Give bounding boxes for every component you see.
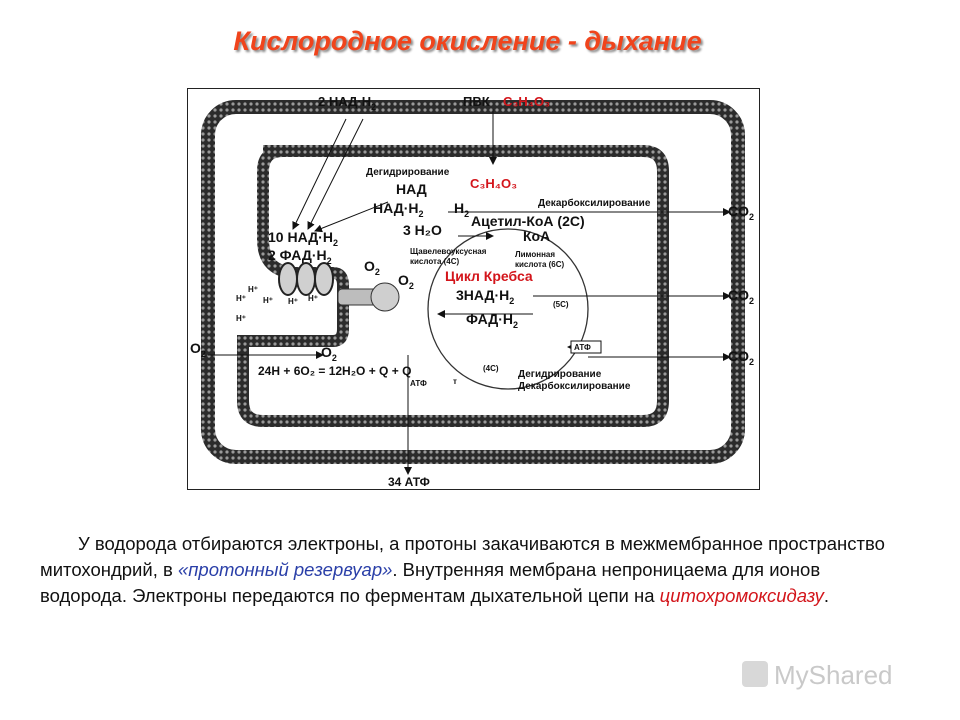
- pvk-formula-inner: C₃H₄O₃: [470, 176, 517, 191]
- four-c-label: (4С): [483, 364, 499, 373]
- co2-1: CO2: [728, 203, 754, 222]
- protons-3: Н⁺: [236, 314, 246, 323]
- eq-t: т: [453, 377, 457, 386]
- proton-reservoir-term: «протонный резервуар»: [177, 559, 393, 580]
- dehydrogenation-bottom: Дегидрирование: [518, 369, 602, 380]
- pvk-formula: C₃H₄O₃: [503, 94, 550, 109]
- mitochondria-diagram: 2 НАД·Н2 ПВК C₃H₄O₃ Дегидрирование C₃H₄O…: [187, 88, 760, 490]
- diagram-svg: 2 НАД·Н2 ПВК C₃H₄O₃ Дегидрирование C₃H₄O…: [190, 94, 754, 489]
- atp-box: [570, 340, 602, 354]
- protons-4: Н⁺: [263, 296, 273, 305]
- protons-1: Н⁺: [236, 294, 246, 303]
- nad-label: НАД: [396, 181, 427, 197]
- dehydrogenation-top: Дегидрирование: [366, 167, 450, 178]
- h2-label: Н2: [454, 200, 469, 219]
- oxaloacetic-line1: Щавелевоуксусная: [410, 247, 487, 256]
- two-fadh-label: 2 ФАД·Н2: [268, 247, 332, 266]
- channel-1: [278, 262, 298, 296]
- oxaloacetic-line2: кислота (4С): [410, 257, 460, 266]
- decarboxylation-bottom: Декарбоксилирование: [518, 380, 631, 392]
- krebs-cycle-circle: [427, 228, 589, 390]
- channel-3: [314, 262, 334, 296]
- eq-atf: АТФ: [410, 379, 427, 388]
- watermark-logo: MyShared: [742, 660, 893, 690]
- citric-line1: Лимонная: [515, 250, 555, 259]
- outer-membrane: [201, 100, 745, 464]
- citric-line2: кислота (6С): [515, 260, 565, 269]
- slide-title: Кислородное окисление - дыхание: [233, 26, 702, 56]
- decarboxylation-top: Декарбоксилирование: [538, 197, 651, 209]
- watermark-text: MyShared: [774, 660, 893, 690]
- co2-3: CO2: [728, 348, 754, 367]
- body-text-2: . Внутренняя мембрана непроницаема для и…: [40, 559, 821, 606]
- body-paragraph: У водорода отбираются электроны, а прото…: [40, 531, 900, 609]
- atp-synthase-head: [370, 282, 400, 312]
- body-text-3: .: [823, 585, 829, 606]
- acetyl-coa-label: Ацетил-КоА (2С): [471, 213, 585, 229]
- pvk-label: ПВК: [463, 94, 490, 109]
- nadh2-label: НАД·Н2: [373, 200, 424, 219]
- o2-label-b: O2: [398, 272, 414, 291]
- nadh-top-label: 2 НАД·Н2: [318, 94, 376, 112]
- krebs-cycle-label: Цикл Кребса: [445, 268, 533, 284]
- five-c-label: (5С): [553, 300, 569, 309]
- body-text-1: У водорода отбираются электроны, а прото…: [40, 533, 885, 580]
- o2-left-label: O2: [190, 340, 206, 359]
- o2-mid-label: O2: [321, 344, 337, 363]
- inner-membrane: [237, 145, 669, 427]
- water-label: 3 Н₂О: [403, 222, 442, 238]
- watermark-icon: [742, 661, 768, 687]
- atp34-label: 34 АТФ: [388, 475, 430, 489]
- coa-label: КоА: [523, 228, 550, 244]
- protons-2: Н⁺: [248, 285, 258, 294]
- channel-2: [296, 262, 316, 296]
- cytochrome-oxidase-term: цитохромоксидазу: [659, 585, 824, 606]
- protons-5: Н⁺: [288, 297, 298, 306]
- equation: 24Н + 6О₂ = 12Н₂О + Q + Q: [258, 364, 411, 378]
- protons-6: Н⁺: [308, 294, 318, 303]
- ten-nadh-label: 10 НАД·Н2: [268, 229, 338, 248]
- three-nadh-label: 3НАД·Н2: [456, 287, 514, 306]
- atp-box-label: АТФ: [574, 343, 591, 352]
- o2-label-a: O2: [364, 258, 380, 277]
- fadh-label: ФАД·Н2: [466, 311, 518, 330]
- co2-2: CO2: [728, 287, 754, 306]
